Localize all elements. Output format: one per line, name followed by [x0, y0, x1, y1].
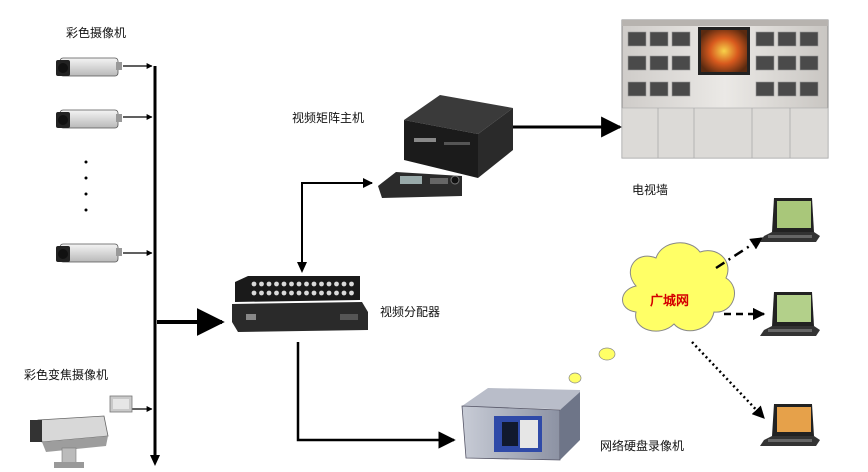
- bnc-connector-row: [251, 281, 354, 296]
- distributor-to-dvr-link: [296, 342, 456, 449]
- wall-monitor: [671, 81, 691, 97]
- zoom-camera-label: 彩色变焦摄像机: [24, 368, 109, 382]
- laptop-icon: [760, 292, 820, 336]
- wall-screen-grid: [627, 31, 819, 97]
- wall-monitor: [799, 31, 819, 47]
- cloud-to-laptop-top-link: [715, 236, 764, 270]
- cctv-camera-icon: [56, 243, 122, 263]
- wall-monitor: [649, 81, 669, 97]
- bnc-connector: [251, 281, 257, 287]
- wall-monitor: [777, 81, 797, 97]
- wall-monitor: [799, 81, 819, 97]
- matrix-host-label: 视频矩阵主机: [292, 111, 365, 125]
- tv-wall-label: 电视墙: [632, 183, 669, 197]
- wall-monitor: [649, 55, 669, 71]
- wall-monitor: [799, 55, 819, 71]
- wan-cloud-icon: [622, 242, 735, 332]
- bnc-connector: [289, 281, 294, 287]
- wall-monitor: [627, 55, 647, 71]
- wall-monitor: [627, 81, 647, 97]
- bnc-connector: [319, 290, 324, 296]
- cloud-trail-dots: [568, 347, 616, 384]
- laptop-icon: [760, 198, 820, 242]
- network-dvr-icon: [461, 388, 580, 461]
- dvr-label: 网络硬盘录像机: [600, 439, 685, 453]
- wall-monitor: [671, 31, 691, 47]
- ptz-zoom-camera-icon: [30, 395, 133, 468]
- video-wall-icon: [621, 19, 829, 159]
- bnc-connector: [296, 281, 302, 287]
- cctv-camera-icon: [56, 57, 122, 77]
- wall-monitor: [627, 31, 647, 47]
- video-distributor-icon: [232, 276, 368, 332]
- bnc-connector: [349, 281, 354, 287]
- bnc-connector: [281, 290, 287, 296]
- bnc-connector: [251, 290, 257, 296]
- distributor-label: 视频分配器: [380, 305, 441, 319]
- bnc-connector: [296, 290, 302, 296]
- bnc-connector: [304, 290, 309, 296]
- bnc-connector: [274, 281, 279, 287]
- bnc-connector: [266, 290, 272, 296]
- wall-monitor: [671, 55, 691, 71]
- bnc-connector: [274, 290, 279, 296]
- bnc-connector: [266, 281, 272, 287]
- distributor-to-matrix-link: [301, 178, 373, 270]
- cloud-label: 广城网: [650, 294, 690, 309]
- wall-monitor: [649, 31, 669, 47]
- bnc-connector: [289, 290, 294, 296]
- wall-monitor: [777, 55, 797, 71]
- bnc-connector: [319, 281, 324, 287]
- bnc-connector: [326, 290, 332, 296]
- control-keyboard-icon: [378, 172, 462, 198]
- bnc-connector: [349, 290, 354, 296]
- bnc-connector: [259, 290, 264, 296]
- wall-monitor: [755, 31, 775, 47]
- bnc-connector: [311, 290, 317, 296]
- camera-group-label: 彩色摄像机: [66, 26, 127, 40]
- bnc-connector: [259, 281, 264, 287]
- bnc-connector: [334, 281, 339, 287]
- wall-monitor: [755, 55, 775, 71]
- bnc-connector: [341, 281, 347, 287]
- laptop-icon: [760, 404, 820, 446]
- camera-bus: [123, 63, 160, 466]
- bnc-connector: [311, 281, 317, 287]
- cctv-camera-icon: [56, 109, 122, 129]
- bnc-connector: [341, 290, 347, 296]
- video-matrix-icon: [404, 95, 513, 178]
- ellipsis-dots: [84, 160, 88, 212]
- bnc-connector: [334, 290, 339, 296]
- bnc-connector: [304, 281, 309, 287]
- cloud-to-laptop-bottom-link: [691, 341, 765, 419]
- wall-monitor: [777, 31, 797, 47]
- wall-monitor: [755, 81, 775, 97]
- bnc-connector: [281, 281, 287, 287]
- bnc-connector: [326, 281, 332, 287]
